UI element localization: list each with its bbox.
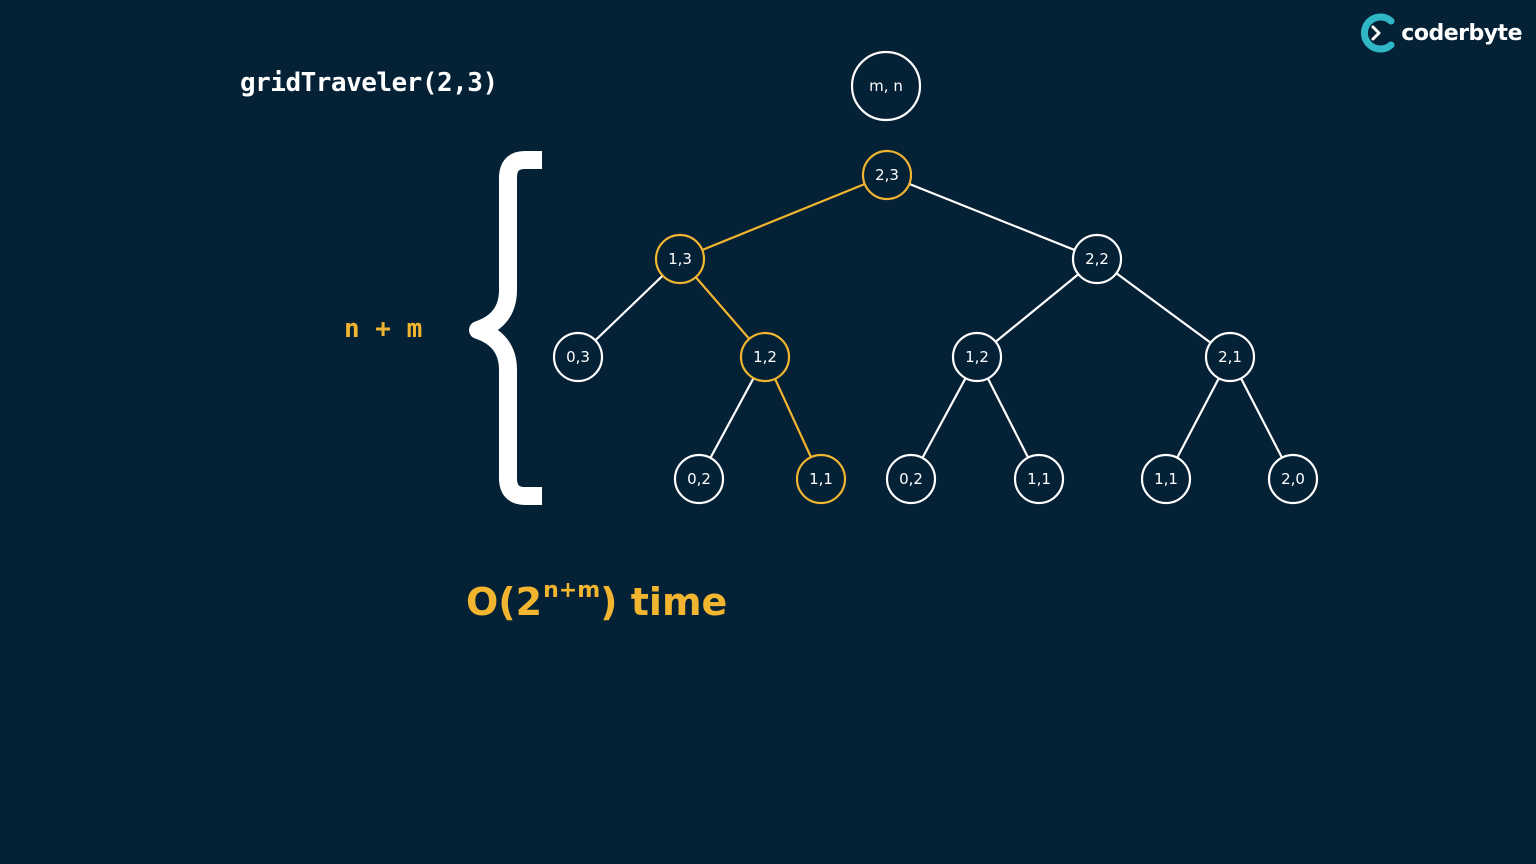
tree-node-n22-circle [1071, 233, 1123, 285]
tree-legend-node: m, n [850, 50, 922, 122]
tree-node-n23: 2,3 [861, 149, 913, 201]
complexity-suffix: ) time [600, 580, 728, 624]
tree-node-n11c-label: 1,1 [1154, 470, 1178, 488]
tree-node-n11a-label: 1,1 [809, 470, 833, 488]
tree-node-n11b-label: 1,1 [1027, 470, 1051, 488]
tree-node-n13: 1,3 [654, 233, 706, 285]
time-complexity: O(2n+m) time [466, 578, 728, 624]
tree-node-n02b-label: 0,2 [899, 470, 923, 488]
tree-node-n12a-circle [739, 331, 791, 383]
tree-edge-n22-n12b [976, 258, 1098, 358]
tree-node-n22-label: 2,2 [1085, 250, 1109, 268]
function-call-title: gridTraveler(2,3) [240, 68, 498, 98]
tree-node-n11b: 1,1 [1013, 453, 1065, 505]
bracket-label: n + m [344, 314, 423, 344]
curly-brace [469, 151, 542, 505]
tree-edge-n22-n21 [1096, 258, 1231, 358]
tree-edge-n23-n13 [679, 173, 888, 261]
tree-edge-n23-n22 [886, 173, 1098, 261]
complexity-prefix: O(2 [466, 580, 543, 624]
brand-name: coderbyte [1401, 20, 1522, 46]
tree-node-n11a-circle [795, 453, 847, 505]
tree-node-n11c-circle [1140, 453, 1192, 505]
tree-node-n03: 0,3 [552, 331, 604, 383]
tree-node-n22: 2,2 [1071, 233, 1123, 285]
tree-node-n23-circle [861, 149, 913, 201]
tree-node-n20-circle [1267, 453, 1319, 505]
coderbyte-logo-icon [1361, 13, 1395, 53]
tree-node-n13-label: 1,3 [668, 250, 692, 268]
tree-node-n02a: 0,2 [673, 453, 725, 505]
tree-node-n12b-label: 1,2 [965, 348, 989, 366]
brand-logo: coderbyte [1357, 12, 1522, 54]
tree-node-n12a-label: 1,2 [753, 348, 777, 366]
tree-node-n02b: 0,2 [885, 453, 937, 505]
tree-node-n03-circle [552, 331, 604, 383]
tree-node-n02a-label: 0,2 [687, 470, 711, 488]
tree-legend-node-circle [850, 50, 922, 122]
tree-node-n13-circle [654, 233, 706, 285]
tree-node-n11b-circle [1013, 453, 1065, 505]
tree-node-n02b-circle [885, 453, 937, 505]
tree-node-n21-circle [1204, 331, 1256, 383]
tree-node-n12b-circle [951, 331, 1003, 383]
tree-node-n12b: 1,2 [951, 331, 1003, 383]
tree-node-n21-label: 2,1 [1218, 348, 1242, 366]
tree-node-n11a: 1,1 [795, 453, 847, 505]
tree-node-n11c: 1,1 [1140, 453, 1192, 505]
complexity-exponent: n+m [543, 578, 601, 603]
tree-node-n21: 2,1 [1204, 331, 1256, 383]
tree-node-n20-label: 2,0 [1281, 470, 1305, 488]
tree-legend-node-label: m, n [869, 77, 903, 95]
tree-node-n03-label: 0,3 [566, 348, 590, 366]
tree-node-n02a-circle [673, 453, 725, 505]
tree-node-n20: 2,0 [1267, 453, 1319, 505]
tree-node-n23-label: 2,3 [875, 166, 899, 184]
tree-node-n12a: 1,2 [739, 331, 791, 383]
